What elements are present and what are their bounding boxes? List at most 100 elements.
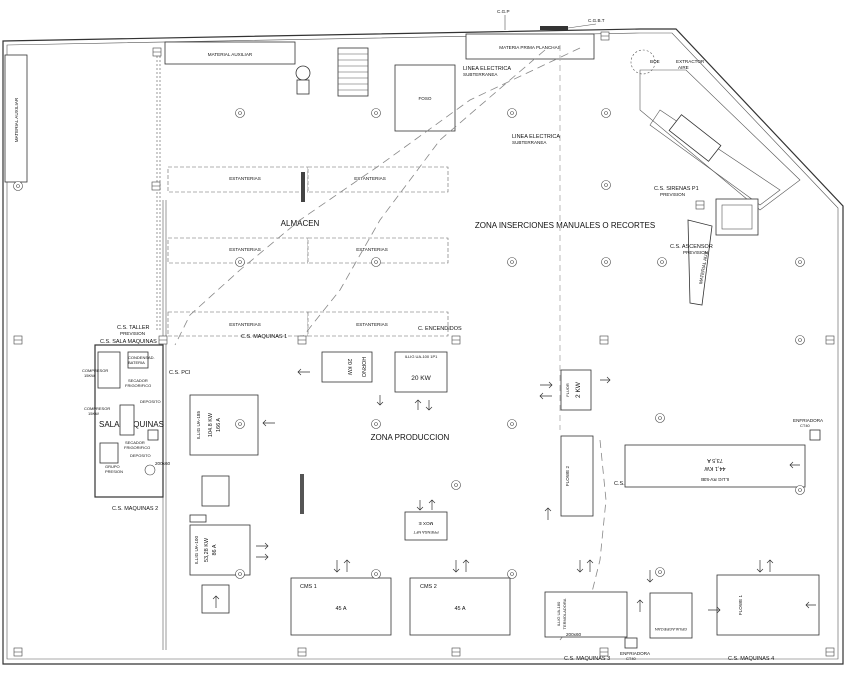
column-round xyxy=(371,419,381,429)
column-round xyxy=(601,257,611,267)
svg-text:C.S. MAQUINAS 2: C.S. MAQUINAS 2 xyxy=(112,506,158,512)
svg-text:C.S. MAQUINAS 3: C.S. MAQUINAS 3 xyxy=(564,656,610,662)
column-round xyxy=(507,569,517,579)
svg-text:ENFRIADORA: ENFRIADORA xyxy=(620,651,651,656)
svg-text:ILLIG UA-100 1P1: ILLIG UA-100 1P1 xyxy=(405,354,438,359)
machine-cms-1: CMS 1 45 A xyxy=(290,577,392,636)
svg-text:LINEA ELECTRICA: LINEA ELECTRICA xyxy=(512,134,560,140)
svg-text:73,5 A: 73,5 A xyxy=(707,457,723,463)
svg-text:C.S. MAQUINAS 4: C.S. MAQUINAS 4 xyxy=(728,656,774,662)
svg-text:BOE: BOE xyxy=(650,59,660,64)
column-round-core xyxy=(16,184,20,188)
column-round xyxy=(795,257,805,267)
svg-text:HORNO: HORNO xyxy=(360,357,366,378)
column-round xyxy=(795,335,805,345)
svg-text:ILLIG RV-53B: ILLIG RV-53B xyxy=(701,477,729,482)
column-round-core xyxy=(604,183,608,187)
column-round xyxy=(507,419,517,429)
small-boxes-west xyxy=(189,475,230,614)
svg-text:C.S. MAQUINAS 1: C.S. MAQUINAS 1 xyxy=(241,334,287,340)
svg-text:2 KW: 2 KW xyxy=(575,381,582,398)
enfriadora-1: ENFRIADORA CT40 xyxy=(793,418,824,441)
material-auxiliar-right: MATERIAL AUX xyxy=(687,219,713,306)
column-round-core xyxy=(374,111,378,115)
svg-text:C.G.P: C.G.P xyxy=(497,9,510,14)
svg-text:ESTANTERIAS: ESTANTERIAS xyxy=(229,322,261,327)
svg-text:104.8 KW: 104.8 KW xyxy=(208,412,214,437)
column-round-core xyxy=(798,338,802,342)
svg-text:MOX E: MOX E xyxy=(419,521,434,526)
svg-text:CONDENSAD.: CONDENSAD. xyxy=(128,355,155,360)
svg-text:15KW: 15KW xyxy=(84,373,95,378)
svg-text:TERMOLADORA: TERMOLADORA xyxy=(562,598,567,629)
svg-text:ILLIG UA-185: ILLIG UA-185 xyxy=(196,411,201,440)
svg-text:ILLIG UA-180: ILLIG UA-180 xyxy=(556,601,561,626)
column-round xyxy=(655,413,665,423)
svg-text:ESTANTERIAS: ESTANTERIAS xyxy=(356,247,388,252)
svg-text:53,28 KW: 53,28 KW xyxy=(204,537,210,562)
svg-text:86 A: 86 A xyxy=(212,544,218,555)
svg-text:SUBTERRANEA: SUBTERRANEA xyxy=(512,140,547,145)
electrical-lines xyxy=(174,45,607,641)
svg-text:SECADOR: SECADOR xyxy=(125,440,145,445)
svg-text:SECADOR: SECADOR xyxy=(128,378,148,383)
structural-columns xyxy=(13,31,835,657)
svg-text:ESTANTERIAS: ESTANTERIAS xyxy=(356,322,388,327)
warehouse-west-wall xyxy=(156,48,167,650)
column-round xyxy=(371,108,381,118)
column-round-core xyxy=(454,483,458,487)
svg-text:FOSO: FOSO xyxy=(418,96,431,101)
sala-maquinas: SALA MAQUINAS COMPRESOR 15KW CONDENSAD. … xyxy=(82,344,171,498)
svg-text:C.S. SIRENAS P1: C.S. SIRENAS P1 xyxy=(654,186,699,192)
column-round-core xyxy=(374,260,378,264)
svg-text:GRUA AGREGAN: GRUA AGREGAN xyxy=(655,627,687,632)
svg-text:GRUPO: GRUPO xyxy=(105,464,120,469)
outer-walls xyxy=(2,28,844,665)
svg-text:BATERIA: BATERIA xyxy=(128,360,145,365)
ne-corner-area: BOE xyxy=(630,49,801,236)
svg-text:FLOWE 2: FLOWE 2 xyxy=(565,465,570,486)
svg-text:ESTANTERIAS: ESTANTERIAS xyxy=(229,247,261,252)
svg-text:45 A: 45 A xyxy=(335,606,346,612)
machine-illig-185: ILLIG UA-185 104.8 KW 166 A xyxy=(189,394,259,456)
column-round-core xyxy=(658,570,662,574)
zone-produccion-label: ZONA PRODUCCION xyxy=(371,433,450,442)
svg-text:CMS 1: CMS 1 xyxy=(300,584,317,590)
svg-text:20 KW: 20 KW xyxy=(346,359,352,376)
column-round-core xyxy=(604,260,608,264)
svg-text:15KW: 15KW xyxy=(88,411,99,416)
svg-text:MATERIA PRIMA PLANCHAS: MATERIA PRIMA PLANCHAS xyxy=(499,45,560,50)
column-round xyxy=(13,181,23,191)
material-auxiliar-left: MATERIAL AUXILIAR xyxy=(4,54,28,183)
svg-text:ILLIG UA-100: ILLIG UA-100 xyxy=(194,536,199,565)
svg-text:PRENSA NFT: PRENSA NFT xyxy=(413,530,439,535)
svg-text:MATERIAL AUX: MATERIAL AUX xyxy=(698,251,709,284)
svg-text:ESTANTERIAS: ESTANTERIAS xyxy=(354,176,386,181)
column-round-core xyxy=(238,111,242,115)
column-round xyxy=(371,569,381,579)
column-round-core xyxy=(510,572,514,576)
column-round-core xyxy=(238,572,242,576)
column-round-core xyxy=(660,260,664,264)
svg-text:COMPRESOR: COMPRESOR xyxy=(84,406,110,411)
svg-text:45 A: 45 A xyxy=(454,606,465,612)
column-round-core xyxy=(604,111,608,115)
column-round xyxy=(235,257,245,267)
enfriadora-2: ENFRIADORA CT40 xyxy=(620,637,651,661)
machine-flowe-2: FLOWE 2 xyxy=(560,435,594,517)
machine-horno: HORNO 20 KW xyxy=(321,351,373,383)
svg-text:C.S. ASCENSOR: C.S. ASCENSOR xyxy=(670,244,713,250)
svg-text:44,1 KW: 44,1 KW xyxy=(704,465,726,471)
svg-text:C.S. PCI: C.S. PCI xyxy=(169,370,191,376)
machine-cms-2: CMS 2 45 A xyxy=(409,577,511,636)
svg-text:DEPOSITO: DEPOSITO xyxy=(130,453,151,458)
column-round xyxy=(235,569,245,579)
column-round-core xyxy=(798,260,802,264)
column-round xyxy=(655,567,665,577)
svg-text:ENFRIADORA: ENFRIADORA xyxy=(793,418,824,423)
machine-grua: GRUA AGREGAN xyxy=(649,592,693,639)
column-round-core xyxy=(798,488,802,492)
svg-text:FLUOR: FLUOR xyxy=(565,383,570,397)
column-round-core xyxy=(374,572,378,576)
